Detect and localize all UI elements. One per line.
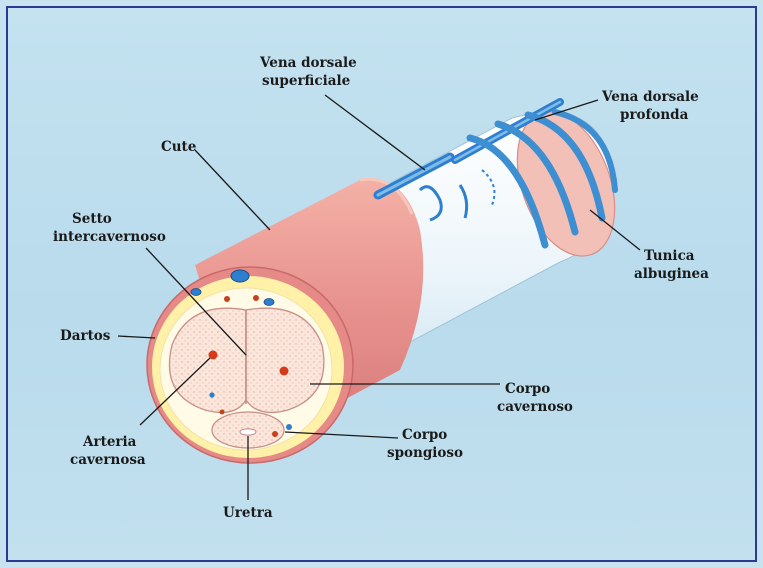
label-vena-dorsale-profonda-2: profonda (620, 107, 689, 123)
deep-dorsal-vein-section (231, 270, 249, 282)
label-setto-1: Setto (72, 211, 112, 227)
label-vena-dorsale-profonda-1: Vena dorsale (601, 89, 699, 105)
label-corpo-cavernoso-2: cavernoso (497, 399, 573, 415)
label-corpo-spongioso-1: Corpo (402, 427, 447, 443)
label-tunica-2: albuginea (634, 266, 709, 282)
label-setto-2: intercavernoso (53, 229, 166, 245)
label-arteria-1: Arteria (82, 434, 137, 450)
label-tunica-1: Tunica (644, 248, 695, 264)
label-vena-dorsale-superficiale-1: Vena dorsale (259, 55, 357, 71)
label-vena-dorsale-superficiale-2: superficiale (262, 73, 350, 89)
urethra (240, 429, 256, 435)
label-corpo-cavernoso-1: Corpo (505, 381, 550, 397)
label-dartos: Dartos (60, 328, 111, 344)
label-cute: Cute (161, 139, 196, 155)
label-corpo-spongioso-2: spongioso (387, 445, 463, 461)
label-arteria-2: cavernosa (70, 452, 146, 468)
label-uretra: Uretra (223, 505, 273, 521)
right-cavernous-artery (280, 367, 289, 376)
